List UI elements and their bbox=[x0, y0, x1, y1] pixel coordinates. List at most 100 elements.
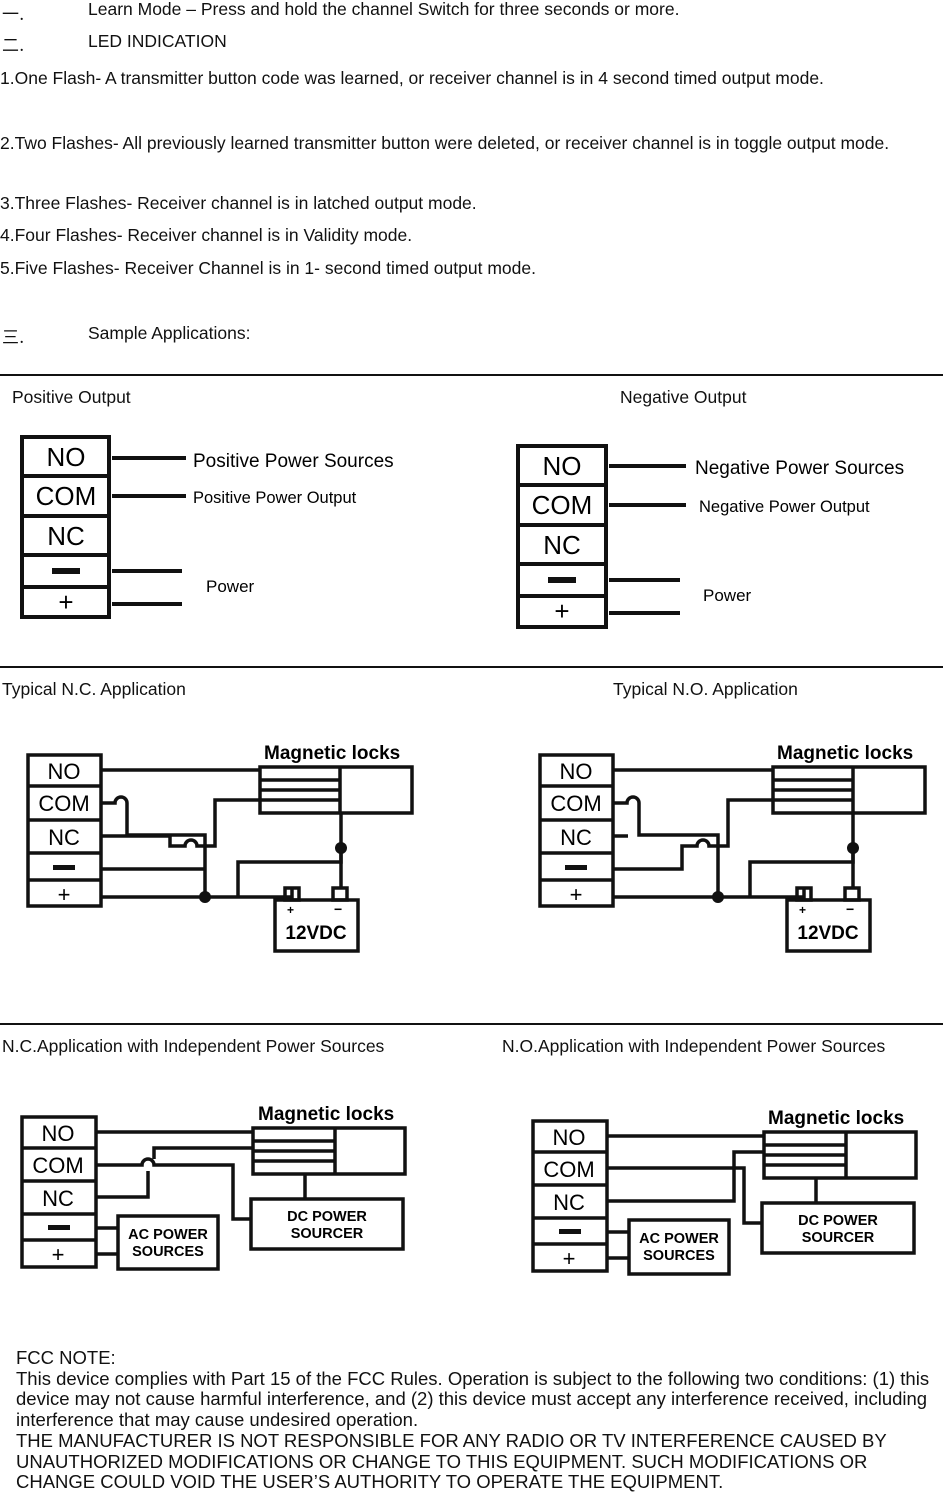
battery-label: 12VDC bbox=[285, 923, 347, 944]
negative-power-output-label: Negative Power Output bbox=[699, 498, 870, 516]
terminal-block bbox=[20, 435, 111, 619]
terminal-no: NO bbox=[48, 759, 81, 784]
magnetic-lock bbox=[251, 1126, 407, 1176]
terminal-plus: + bbox=[58, 587, 73, 617]
terminal-plus: + bbox=[570, 882, 583, 907]
terminal-block bbox=[20, 1115, 98, 1269]
terminal-minus bbox=[48, 1225, 70, 1230]
ac-power-label: AC POWER bbox=[639, 1231, 719, 1247]
dc-power-label: DC POWER bbox=[287, 1209, 367, 1225]
wiring bbox=[96, 1130, 307, 1256]
terminal-nc: NC bbox=[553, 1190, 585, 1215]
negative-output-title: Negative Output bbox=[620, 387, 747, 407]
terminal-block bbox=[538, 753, 615, 908]
magnetic-lock bbox=[771, 765, 927, 815]
magnetic-locks-label: Magnetic locks bbox=[768, 1108, 904, 1129]
ac-sources-label: SOURCES bbox=[132, 1244, 204, 1260]
terminal-block bbox=[531, 1119, 609, 1273]
output-wires bbox=[609, 464, 686, 615]
output-wires bbox=[112, 456, 186, 606]
typical-no-diagram: NO COM NC + Magnetic locks + bbox=[538, 743, 927, 953]
nc-independent-diagram: NO COM NC + Magnetic locks AC POWER SOUR… bbox=[20, 1104, 407, 1271]
dc-sourcer-label: SOURCER bbox=[291, 1226, 364, 1242]
positive-power-sources-label: Positive Power Sources bbox=[193, 451, 394, 472]
terminal-nc: NC bbox=[42, 1186, 74, 1211]
junction-dot bbox=[335, 842, 347, 854]
terminal-minus bbox=[559, 1229, 581, 1234]
terminal-minus bbox=[548, 577, 576, 583]
section-marker-3: 三. bbox=[2, 328, 25, 348]
terminal-com: COM bbox=[532, 490, 593, 520]
terminal-plus: + bbox=[58, 882, 71, 907]
sample-applications-heading: Sample Applications: bbox=[88, 323, 251, 343]
dc-power-label: DC POWER bbox=[798, 1213, 878, 1229]
ac-sources-label: SOURCES bbox=[643, 1248, 715, 1264]
learn-mode-text: Learn Mode – Press and hold the channel … bbox=[88, 0, 680, 19]
wiring bbox=[613, 768, 855, 899]
power-label: Power bbox=[703, 586, 752, 605]
battery-minus: − bbox=[334, 901, 342, 917]
terminal-block bbox=[516, 444, 608, 629]
positive-power-output-label: Positive Power Output bbox=[193, 489, 357, 507]
dc-power-box bbox=[760, 1201, 916, 1255]
divider bbox=[0, 1023, 943, 1025]
terminal-minus bbox=[52, 568, 80, 574]
fcc-paragraph-2: THE MANUFACTURER IS NOT RESPONSIBLE FOR … bbox=[16, 1429, 887, 1493]
junction-dot bbox=[712, 891, 724, 903]
typical-nc-diagram: NO COM NC + Magnetic locks + bbox=[26, 743, 414, 953]
magnetic-lock bbox=[762, 1130, 918, 1180]
fcc-note: FCC NOTE: This device complies with Part… bbox=[16, 1347, 931, 1493]
terminal-com: COM bbox=[32, 1153, 83, 1178]
terminal-nc: NC bbox=[48, 825, 80, 850]
terminal-nc: NC bbox=[47, 521, 85, 551]
positive-output-title: Positive Output bbox=[12, 387, 131, 407]
terminal-com: COM bbox=[550, 791, 601, 816]
magnetic-locks-label: Magnetic locks bbox=[264, 743, 400, 764]
led-item-3: 3.Three Flashes- Receiver channel is in … bbox=[0, 193, 477, 213]
battery-plus: + bbox=[287, 903, 294, 917]
led-item-2: 2.Two Flashes- All previously learned tr… bbox=[0, 133, 890, 153]
terminal-no: NO bbox=[560, 759, 593, 784]
dc-power-box bbox=[249, 1197, 405, 1251]
negative-output-diagram: NO COM NC + Negative Power Sources Negat… bbox=[516, 444, 904, 629]
terminal-plus: + bbox=[52, 1242, 65, 1267]
no-independent-diagram: NO COM NC + Magnetic locks AC POWER SOUR… bbox=[531, 1108, 918, 1276]
terminal-com: COM bbox=[38, 791, 89, 816]
terminal-plus: + bbox=[563, 1246, 576, 1271]
ac-power-box bbox=[116, 1214, 220, 1271]
battery bbox=[273, 886, 360, 953]
junction-dot bbox=[199, 891, 211, 903]
battery bbox=[785, 886, 872, 953]
terminal-no: NO bbox=[553, 1125, 586, 1150]
magnetic-lock bbox=[258, 765, 414, 815]
led-item-1: 1.One Flash- A transmitter button code w… bbox=[0, 68, 824, 88]
terminal-nc: NC bbox=[543, 530, 581, 560]
positive-output-diagram: NO COM NC + Positive Power Sources Posit… bbox=[20, 435, 394, 619]
battery-label: 12VDC bbox=[797, 923, 859, 944]
no-independent-title: N.O.Application with Independent Power S… bbox=[502, 1036, 886, 1056]
fcc-heading: FCC NOTE: bbox=[16, 1347, 116, 1368]
terminal-no: NO bbox=[47, 442, 86, 472]
terminal-com: COM bbox=[543, 1157, 594, 1182]
nc-application-title: Typical N.C. Application bbox=[2, 679, 186, 699]
wiring bbox=[607, 1134, 818, 1260]
no-application-title: Typical N.O. Application bbox=[613, 679, 798, 699]
terminal-minus bbox=[565, 865, 587, 870]
section-marker-2: 二. bbox=[2, 36, 25, 56]
terminal-block bbox=[26, 753, 103, 908]
power-label: Power bbox=[206, 577, 255, 596]
terminal-nc: NC bbox=[560, 825, 592, 850]
ac-power-label: AC POWER bbox=[128, 1227, 208, 1243]
battery-plus: + bbox=[799, 903, 806, 917]
divider bbox=[0, 666, 943, 668]
section-marker-1: 一. bbox=[2, 5, 25, 25]
fcc-paragraph-1: This device complies with Part 15 of the… bbox=[16, 1367, 930, 1431]
ac-power-box bbox=[627, 1218, 731, 1276]
magnetic-locks-label: Magnetic locks bbox=[777, 743, 913, 764]
dc-sourcer-label: SOURCER bbox=[802, 1230, 875, 1246]
magnetic-locks-label: Magnetic locks bbox=[258, 1104, 394, 1125]
terminal-com: COM bbox=[36, 481, 97, 511]
led-item-5: 5.Five Flashes- Receiver Channel is in 1… bbox=[0, 258, 536, 278]
terminal-plus: + bbox=[554, 596, 569, 626]
